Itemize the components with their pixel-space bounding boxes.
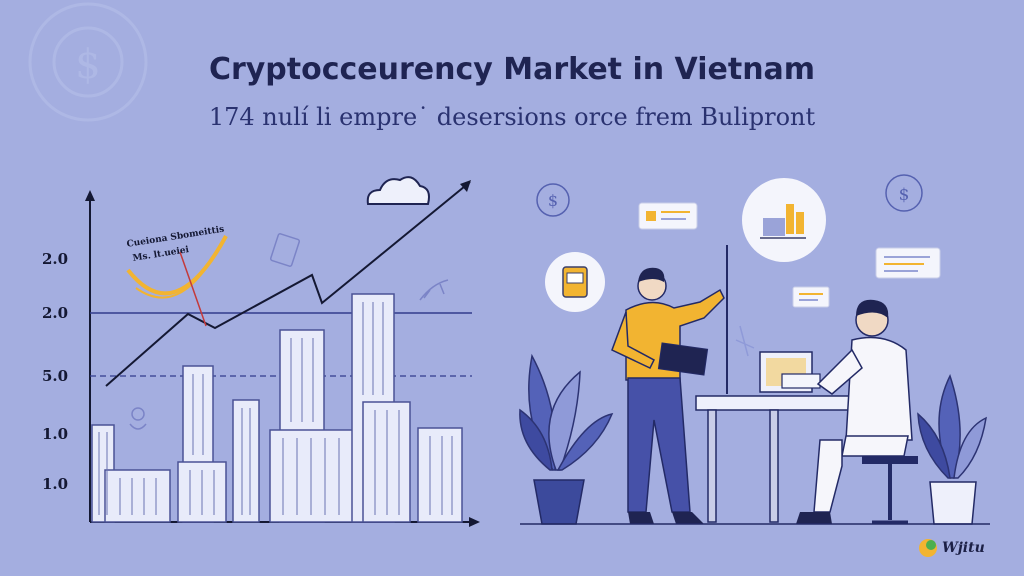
y-tick-label: 1.0	[42, 475, 69, 493]
y-tick-label: 2.0	[42, 250, 69, 268]
document-icon	[129, 233, 449, 430]
svg-text:$: $	[548, 191, 558, 210]
y-tick-label: 2.0	[42, 304, 69, 322]
desk	[695, 245, 865, 523]
watermark-dollar-coin-icon: $	[28, 2, 148, 122]
gauge-arc	[126, 235, 228, 327]
plant-left	[519, 353, 614, 525]
building-bars	[91, 293, 463, 523]
y-tick-label: 5.0	[42, 367, 69, 385]
plant-right	[917, 374, 987, 525]
page-subtitle: 174 nulí li empre˙ desersions orce frem…	[208, 103, 816, 131]
trend-line	[105, 180, 471, 387]
y-tick-label: 1.0	[42, 425, 69, 443]
building-windows	[98, 302, 453, 515]
brand-logo-icon	[919, 539, 937, 557]
brand-logo-text: Wjitu	[942, 540, 985, 556]
standing-person	[611, 267, 725, 524]
cloud-icon	[366, 176, 430, 205]
svg-text:$: $	[899, 185, 910, 205]
seated-person	[796, 299, 918, 524]
floating-dollar-icons: $ $	[536, 174, 923, 217]
wallet-icon	[545, 252, 605, 312]
svg-text:$: $	[75, 42, 100, 88]
page-title: Cryptocceurency Market in Vietnam	[208, 52, 816, 87]
bar-chart-icon	[742, 178, 826, 262]
floating-info-cards	[638, 202, 941, 308]
